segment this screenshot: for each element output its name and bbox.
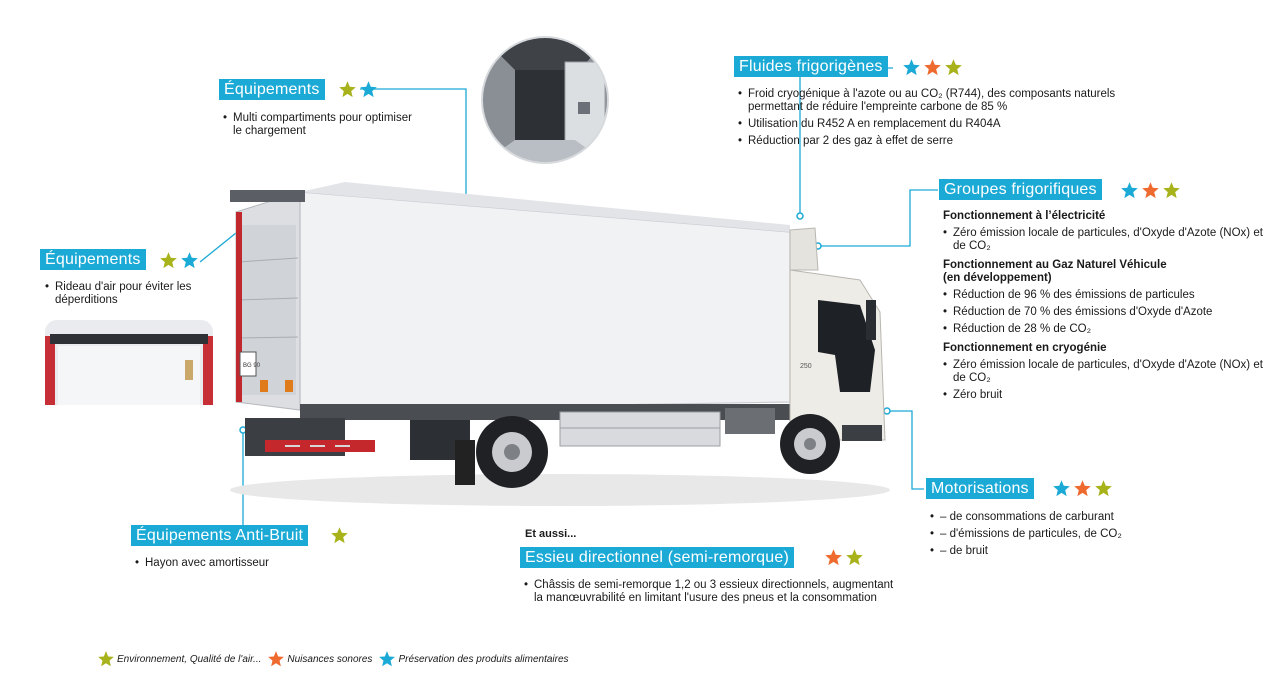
truck-plate: BG 90 xyxy=(243,363,261,369)
env-star-icon xyxy=(846,549,863,566)
env-star-icon xyxy=(945,59,962,76)
list-item: Réduction par 2 des gaz à effet de serre xyxy=(738,135,1128,148)
equipements-top-title: Équipements xyxy=(219,79,325,100)
anti-bruit-title: Équipements Anti-Bruit xyxy=(131,525,309,546)
front-wheel xyxy=(780,414,840,474)
groupes-section-list: Zéro émission locale de particules, d'Ox… xyxy=(943,359,1263,402)
legend: Environnement, Qualité de l'air... Nuisan… xyxy=(97,650,575,668)
groupes-section-heading: Fonctionnement à l’électricité xyxy=(943,210,1106,222)
list-item: Zéro bruit xyxy=(943,389,1263,402)
connector-groupes xyxy=(818,189,938,247)
groupes-section-heading: Fonctionnement au Gaz Naturel Véhicule (… xyxy=(943,259,1167,284)
list-item: – de consommations de carburant xyxy=(930,511,1190,524)
connector-anti-bruit xyxy=(222,430,244,536)
groupes-sections: Fonctionnement à l’électricitéZéro émiss… xyxy=(943,210,1263,408)
list-item: Utilisation du R452 A en remplacement du… xyxy=(738,118,1128,131)
food-star-icon xyxy=(1053,480,1070,497)
env-star-icon xyxy=(98,651,114,667)
list-item: Multi compartiments pour optimiser le ch… xyxy=(223,112,423,138)
equipements-top-list: Multi compartiments pour optimiser le ch… xyxy=(223,112,423,142)
essieu-list: Châssis de semi-remorque 1,2 ou 3 essieu… xyxy=(524,579,894,609)
env-star-icon xyxy=(1163,182,1180,199)
legend-label: Nuisances sonores xyxy=(287,653,373,665)
legend-item: Nuisances sonores xyxy=(267,650,372,668)
groupes-title: Groupes frigorifiques xyxy=(939,179,1102,200)
list-item: Zéro émission locale de particules, d'Ox… xyxy=(943,359,1263,385)
groupes-section-list: Réduction de 96 % des émissions de parti… xyxy=(943,289,1263,336)
essieu-stars xyxy=(824,548,864,567)
food-star-icon xyxy=(360,81,377,98)
env-star-icon xyxy=(160,252,177,269)
interior-photo xyxy=(482,37,608,163)
list-item: Châssis de semi-remorque 1,2 ou 3 essieu… xyxy=(524,579,894,605)
connector-moteur xyxy=(887,410,924,490)
noise-star-icon xyxy=(1142,182,1159,199)
env-star-icon xyxy=(1095,480,1112,497)
list-item: – d'émissions de particules, de CO₂ xyxy=(930,528,1190,541)
truck-badge: 250 xyxy=(800,363,812,370)
fluides-stars xyxy=(902,58,963,77)
list-item: Rideau d'air pour éviter les déperdition… xyxy=(45,281,205,307)
food-star-icon xyxy=(903,59,920,76)
anti-bruit-stars xyxy=(330,526,349,545)
fluides-title: Fluides frigorigènes xyxy=(734,56,888,77)
equipements-top-stars xyxy=(338,80,378,99)
noise-star-icon xyxy=(825,549,842,566)
essieu-intro: Et aussi... xyxy=(525,528,577,540)
air-curtain-photo xyxy=(45,320,213,405)
groupes-section-heading: Fonctionnement en cryogénie xyxy=(943,342,1107,354)
essieu-title: Essieu directionnel (semi-remorque) xyxy=(520,547,794,568)
list-item: Zéro émission locale de particules, d'Ox… xyxy=(943,227,1263,253)
equipements-left-list: Rideau d'air pour éviter les déperdition… xyxy=(45,281,205,311)
anti-bruit-list: Hayon avec amortisseur xyxy=(135,557,355,574)
noise-star-icon xyxy=(1074,480,1091,497)
groupes-section-list: Zéro émission locale de particules, d'Ox… xyxy=(943,227,1263,253)
env-star-icon xyxy=(331,527,348,544)
list-item: Froid cryogénique à l'azote ou au CO₂ (R… xyxy=(738,88,1128,114)
food-star-icon xyxy=(379,651,396,667)
food-star-icon xyxy=(1121,182,1138,199)
list-item: Réduction de 28 % de CO₂ xyxy=(943,323,1263,336)
legend-label: Préservation des produits alimentaires xyxy=(398,653,569,665)
legend-label: Environnement, Qualité de l'air... xyxy=(117,653,262,665)
motorisations-stars xyxy=(1052,479,1113,498)
legend-item: Préservation des produits alimentaires xyxy=(378,650,569,668)
fluides-list: Froid cryogénique à l'azote ou au CO₂ (R… xyxy=(738,88,1128,152)
equipements-left-stars xyxy=(159,251,199,270)
env-star-icon xyxy=(339,81,356,98)
motorisations-list: – de consommations de carburant – d'émiss… xyxy=(930,511,1190,562)
noise-star-icon xyxy=(268,651,285,667)
list-item: Hayon avec amortisseur xyxy=(135,557,355,570)
list-item: – de bruit xyxy=(930,545,1190,558)
groupes-stars xyxy=(1120,181,1181,200)
noise-star-icon xyxy=(924,59,941,76)
rear-wheel xyxy=(476,416,548,488)
equipements-left-title: Équipements xyxy=(40,249,146,270)
food-star-icon xyxy=(181,252,198,269)
legend-item: Environnement, Qualité de l'air... xyxy=(97,650,261,668)
list-item: Réduction de 70 % des émissions d'Oxyde … xyxy=(943,306,1263,319)
list-item: Réduction de 96 % des émissions de parti… xyxy=(943,289,1263,302)
motorisations-title: Motorisations xyxy=(926,478,1034,499)
